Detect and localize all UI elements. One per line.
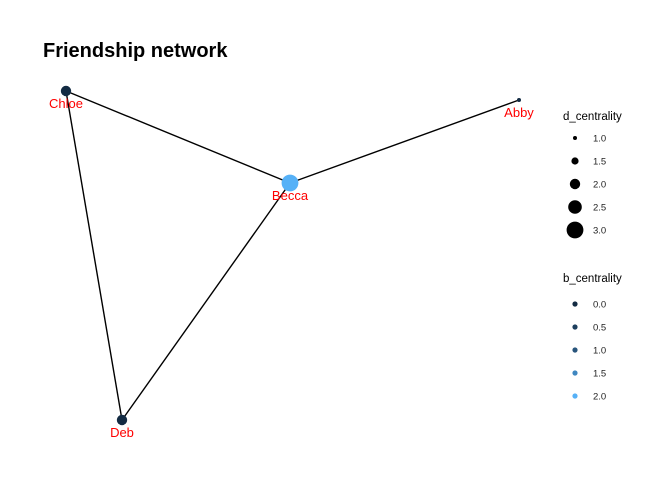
node-label-deb: Deb	[110, 425, 134, 440]
legend-color-swatch	[572, 301, 578, 307]
legend-color-label: 2.0	[593, 392, 606, 403]
node-abby	[517, 98, 521, 102]
legend-color-swatch	[572, 324, 578, 330]
node-label-abby: Abby	[504, 105, 534, 120]
legend-color-label: 1.0	[593, 346, 606, 357]
legend-color-title: b_centrality	[563, 273, 622, 285]
edge-layer	[65, 90, 520, 421]
legend-size-label: 1.0	[593, 134, 606, 145]
legend-color-swatch	[572, 370, 578, 376]
legend-size-swatch	[566, 221, 584, 239]
legend-size: d_centrality 1.0 1.5 2.0 2.5 3.0	[563, 111, 622, 239]
legend-color-swatch	[572, 347, 578, 353]
legend-size-swatch	[568, 200, 582, 214]
legend-size-label: 1.5	[593, 157, 606, 168]
legend-size-label: 2.5	[593, 203, 606, 214]
plot-title: Friendship network	[43, 40, 228, 62]
edge-becca-deb	[121, 182, 291, 421]
legend-color-label: 0.5	[593, 323, 606, 334]
node-label-chloe: Chloe	[49, 96, 83, 111]
legend-color: b_centrality 0.0 0.5 1.0 1.5 2.0	[563, 273, 622, 403]
node-becca	[281, 174, 299, 192]
legend-size-swatch	[573, 136, 577, 140]
node-chloe	[60, 85, 72, 97]
legend-size-label: 3.0	[593, 226, 606, 237]
node-layer	[60, 85, 521, 426]
legend-size-title: d_centrality	[563, 111, 622, 123]
legend-color-label: 0.0	[593, 300, 606, 311]
edge-chloe-becca	[65, 90, 291, 184]
legend-size-swatch	[569, 178, 581, 190]
legend-color-label: 1.5	[593, 369, 606, 380]
node-label-becca: Becca	[272, 188, 309, 203]
legend-size-swatch	[571, 157, 579, 165]
edge-chloe-deb	[65, 90, 123, 421]
edge-becca-abby	[289, 99, 520, 184]
legend-color-swatch	[572, 393, 578, 399]
node-deb	[116, 414, 128, 426]
legend-size-label: 2.0	[593, 180, 606, 191]
